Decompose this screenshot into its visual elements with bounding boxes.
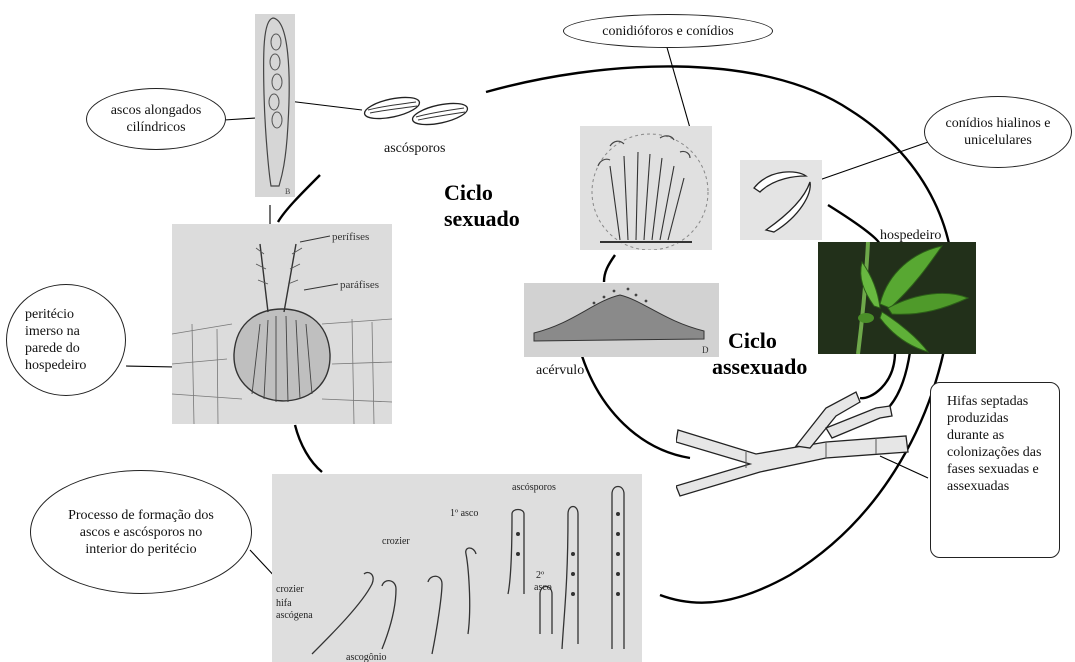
ascus-development-sketch: ascósporos 1º asco crozier 2º asco crozi… bbox=[272, 474, 642, 662]
label-hospedeiro: hospedeiro bbox=[880, 228, 942, 243]
callout-conidios-hialinos: conídios hialinos e unicelulares bbox=[924, 96, 1072, 168]
asexual-arc-right2 bbox=[827, 203, 882, 246]
svg-text:ascogônio: ascogônio bbox=[346, 652, 387, 662]
cycle-asexual-line1: Ciclo bbox=[728, 328, 777, 353]
cycle-arc-top bbox=[485, 65, 955, 301]
ascus-development-drawing: ascósporos 1º asco crozier 2º asco crozi… bbox=[276, 482, 625, 662]
cycle-asexual-label: Ciclo assexuado bbox=[712, 328, 807, 380]
asexual-arc bbox=[602, 254, 616, 283]
ascus-sketch: B bbox=[255, 14, 295, 197]
perithecium-drawing: perífises paráfises bbox=[172, 231, 392, 424]
ascospores-sketch bbox=[363, 96, 469, 126]
callout-processo-text: Processo de formação dos ascos e ascóspo… bbox=[68, 507, 214, 557]
conidiophores-drawing bbox=[591, 133, 709, 250]
callout-ascos-alongados-text: ascos alongados cilíndricos bbox=[110, 103, 202, 135]
callout-hifas: Hifas septadas produzidas durante as col… bbox=[930, 382, 1060, 558]
acervulus-drawing: D bbox=[533, 287, 709, 355]
label-acervulo: acérvulo bbox=[536, 363, 585, 378]
callout-conidioforos: conidióforos e conídios bbox=[563, 14, 773, 48]
svg-text:hifa: hifa bbox=[276, 598, 292, 609]
ascus-drawing: B bbox=[262, 17, 290, 196]
svg-text:paráfises: paráfises bbox=[340, 279, 379, 291]
cycle-arc-left bbox=[276, 174, 321, 223]
asexual-arc-lower bbox=[580, 355, 691, 460]
perithecium-sketch: perífises paráfises bbox=[172, 224, 392, 424]
callout-hifas-text: Hifas septadas produzidas durante as col… bbox=[947, 394, 1042, 494]
hyaline-conidia-drawing bbox=[753, 171, 811, 233]
svg-text:crozier: crozier bbox=[382, 536, 410, 547]
callout-conidios-hialinos-text: conídios hialinos e unicelulares bbox=[945, 116, 1051, 148]
svg-text:asco: asco bbox=[534, 582, 552, 593]
svg-text:1º asco: 1º asco bbox=[450, 508, 478, 519]
svg-text:D: D bbox=[702, 345, 709, 355]
cycle-sexual-line2: sexuado bbox=[444, 206, 520, 231]
conidiophores-sketch bbox=[580, 126, 712, 250]
cycle-sexual-line1: Ciclo bbox=[444, 180, 493, 205]
hyaline-conidia-sketch bbox=[740, 160, 822, 240]
svg-text:perífises: perífises bbox=[332, 231, 369, 243]
asexual-arc-right bbox=[859, 351, 897, 400]
host-leaf-drawing bbox=[818, 242, 976, 354]
hyphae-sketch bbox=[676, 391, 909, 497]
svg-text:ascógena: ascógena bbox=[276, 610, 313, 621]
cycle-sexual-label: Ciclo sexuado bbox=[444, 180, 520, 232]
cycle-asexual-line2: assexuado bbox=[712, 354, 808, 379]
svg-text:ascósporos: ascósporos bbox=[512, 482, 556, 493]
svg-text:B: B bbox=[285, 187, 290, 196]
acervulus-sketch: D bbox=[524, 283, 719, 357]
callout-processo: Processo de formação dos ascos e ascóspo… bbox=[30, 470, 252, 594]
svg-text:2º: 2º bbox=[536, 570, 544, 581]
svg-text:crozier: crozier bbox=[276, 584, 304, 595]
callout-ascos-alongados: ascos alongados cilíndricos bbox=[86, 88, 226, 150]
host-plant-photo bbox=[818, 242, 976, 354]
cycle-arc-left-lower bbox=[293, 424, 323, 473]
callout-peritecio-text: peritécio imerso na parede do hospedeiro bbox=[25, 307, 87, 373]
label-ascosporos: ascósporos bbox=[384, 141, 446, 156]
callout-peritecio: peritécio imerso na parede do hospedeiro bbox=[6, 284, 126, 396]
callout-conidioforos-text: conidióforos e conídios bbox=[602, 23, 734, 39]
